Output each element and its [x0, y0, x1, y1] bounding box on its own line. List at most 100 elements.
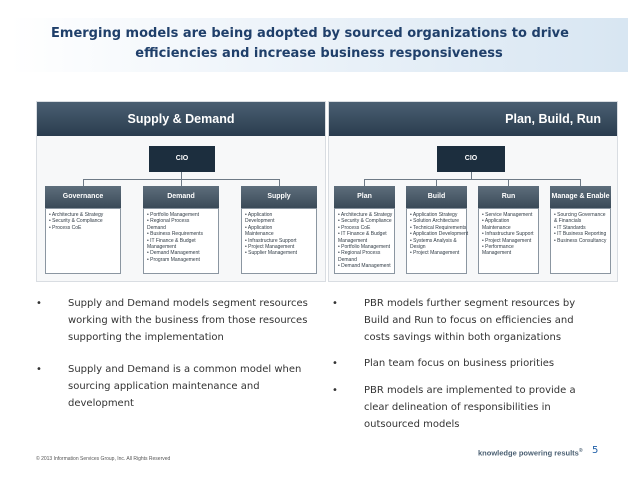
supply-node: Supply [241, 186, 317, 208]
connector-drop [436, 179, 437, 186]
build-list: • Application Strategy • Solution Archit… [406, 208, 469, 274]
list-item: • Application Development [410, 231, 469, 238]
bullet-text: PBR models are implemented to provide a … [364, 385, 576, 430]
registered-mark: ® [578, 448, 583, 454]
list-item: • Systems Analysis & [410, 237, 457, 244]
list-item: • Project Management [410, 250, 460, 257]
cio-box: CIO [149, 146, 215, 172]
connector-drop [580, 179, 581, 186]
supply-demand-panel: Supply & Demand CIO Governance • Archite… [36, 101, 326, 282]
connector-vertical [181, 172, 182, 179]
bullet-dot: • [332, 298, 338, 309]
list-item: • Infrastructure Support [482, 231, 534, 238]
list-item: • Infrastructure Support [245, 237, 297, 244]
list-item: • Technical Requirements [410, 224, 467, 231]
run-node: Run [478, 186, 539, 208]
list-item: Maintenance [482, 224, 511, 231]
supply-list: • Application Development • Application … [241, 208, 317, 274]
plan-build-run-header: Plan, Build, Run [329, 102, 617, 136]
bullet-item: • PBR models further segment resources b… [332, 296, 594, 346]
list-item: • Portfolio Management [338, 244, 391, 251]
list-item: • Application Strategy [410, 212, 458, 218]
list-item: • Service Management [482, 212, 533, 218]
bullet-dot: • [36, 298, 42, 309]
list-item: • Security & Compliance [49, 218, 103, 225]
list-item: Demand [147, 224, 166, 231]
list-item: • Project Management [482, 237, 532, 244]
list-item: • IT Finance & Budget [147, 237, 196, 244]
list-item: Management [482, 250, 512, 257]
connector-drop [364, 179, 365, 186]
governance-node: Governance [45, 186, 121, 208]
connector-drop [83, 179, 84, 186]
left-bullet-list: • Supply and Demand models segment resou… [36, 296, 318, 413]
list-item: Maintenance [245, 231, 274, 238]
right-bullet-list: • PBR models further segment resources b… [332, 296, 594, 434]
bullet-text: Supply and Demand models segment resourc… [68, 298, 308, 343]
bullet-dot: • [36, 364, 42, 376]
page-number: 5 [592, 445, 599, 456]
slide-title-line-1: Emerging models are being adopted by sou… [51, 26, 569, 41]
governance-list: • Architecture & Strategy • Security & C… [45, 208, 121, 274]
connector-vertical [471, 172, 472, 179]
title-band [10, 18, 628, 72]
bullet-text: PBR models further segment resources by … [364, 298, 576, 343]
plan-list: • Architecture & Strategy • Security & C… [334, 208, 395, 274]
list-item: • Supplier Management [245, 250, 298, 257]
list-item: & Financials [554, 218, 582, 225]
list-item: • Security & Compliance [338, 218, 392, 225]
bullet-dot: • [332, 385, 338, 397]
list-item: • Regional Process [338, 250, 381, 257]
bullet-item: • Supply and Demand models segment resou… [36, 296, 318, 346]
bullet-item: • PBR models are implemented to provide … [332, 383, 594, 433]
bullet-dot: • [332, 358, 338, 370]
list-item: Design [410, 244, 426, 251]
list-item: • Business Requirements [147, 231, 203, 238]
manage-enable-list: • Sourcing Governance & Financials • IT … [550, 208, 611, 274]
list-item: • Demand Management [147, 250, 200, 257]
list-item: • IT Standards [554, 224, 586, 231]
list-item: • Architecture & Strategy [49, 212, 104, 218]
plan-node: Plan [334, 186, 395, 208]
slide-title-line-2: efficiencies and increase business respo… [135, 46, 503, 61]
list-item: • Process CoE [49, 224, 82, 231]
list-item: • IT Business Reporting [554, 231, 607, 238]
bullet-item: • Supply and Demand is a common model wh… [36, 362, 318, 412]
connector-drop [279, 179, 280, 186]
list-item: • Application [245, 212, 273, 218]
build-node: Build [406, 186, 467, 208]
connector-drop [508, 179, 509, 186]
list-item: • Business Consultancy [554, 237, 607, 244]
list-item: • Application [245, 224, 273, 231]
list-item: • Application [482, 218, 510, 225]
list-item: • Sourcing Governance [554, 212, 606, 218]
list-item: • Portfolio Management [147, 212, 200, 218]
list-item: Management [338, 237, 368, 244]
list-item: • Architecture & Strategy [338, 212, 393, 218]
bullet-item: • Plan team focus on business priorities [332, 356, 594, 373]
connector-drop [181, 179, 182, 186]
tagline-text: knowledge powering results [478, 448, 579, 458]
list-item: Demand [338, 256, 357, 263]
company-tagline: knowledge powering results® [478, 448, 583, 458]
list-item: • Performance [482, 244, 514, 251]
demand-node: Demand [143, 186, 219, 208]
run-list: • Service Management • Application Maint… [478, 208, 539, 274]
plan-build-run-panel: Plan, Build, Run CIO Plan • Architecture… [328, 101, 618, 282]
supply-demand-header: Supply & Demand [37, 102, 325, 136]
connector-horizontal [364, 179, 581, 180]
copyright-notice: © 2013 Information Services Group, Inc. … [36, 456, 171, 462]
cio-box: CIO [437, 146, 505, 172]
list-item: Development [245, 218, 275, 225]
bullet-text: Plan team focus on business priorities [364, 358, 555, 370]
list-item: • IT Finance & Budget [338, 231, 387, 238]
manage-enable-node: Manage & Enable [550, 186, 611, 208]
list-item: • Demand Management [338, 263, 391, 270]
list-item: Management [147, 244, 177, 251]
bullet-text: Supply and Demand is a common model when… [68, 364, 302, 409]
demand-list: • Portfolio Management • Regional Proces… [143, 208, 219, 274]
list-item: • Program Management [147, 256, 200, 263]
list-item: • Solution Architecture [410, 218, 459, 225]
list-item: • Project Management [245, 244, 295, 251]
list-item: • Process CoE [338, 224, 371, 231]
